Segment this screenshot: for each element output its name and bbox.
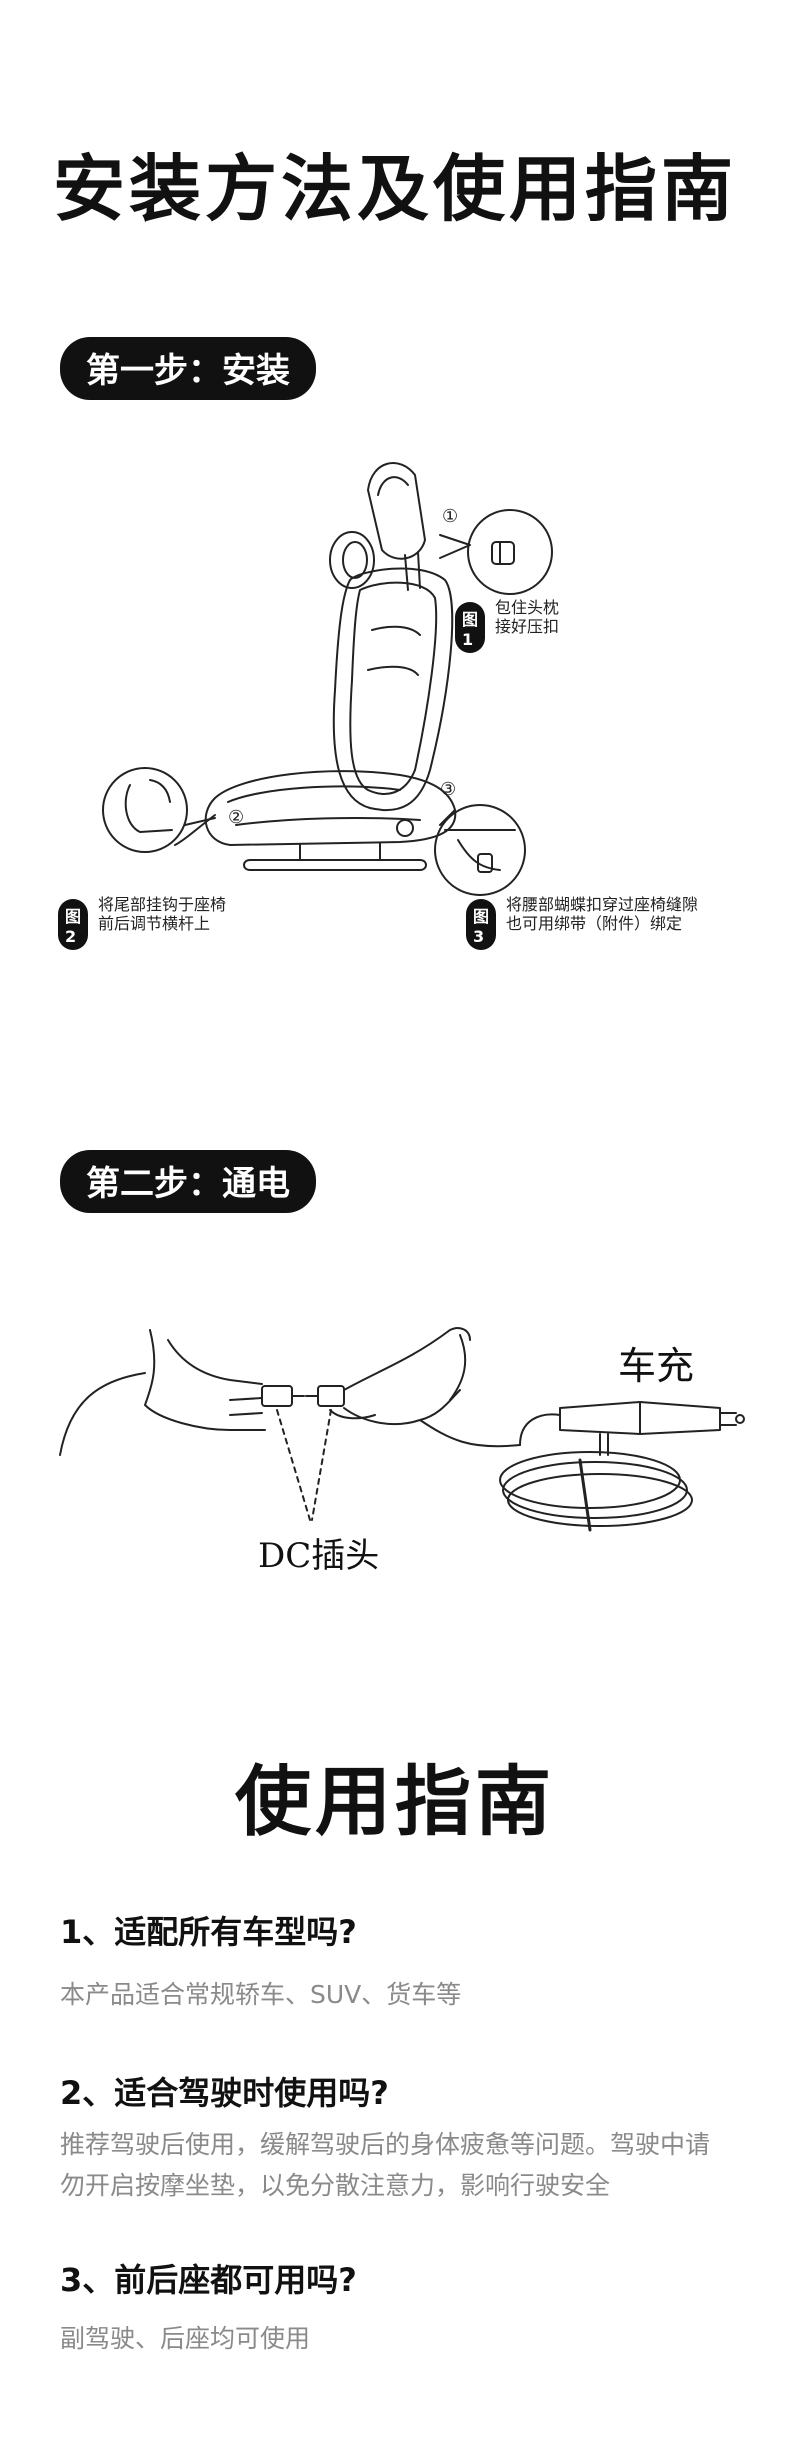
faq-question-2: 2、适合驾驶时使用吗? <box>60 2074 389 2112</box>
faq-answer-2: 推荐驾驶后使用，缓解驾驶后的身体疲惫等问题。驾驶中请勿开启按摩坐垫，以免分散注意… <box>60 2130 711 2200</box>
step2-label: 第二步：通电 <box>60 1150 316 1213</box>
callout-1-badge: 图1 <box>455 602 486 653</box>
callout-2-line2: 前后调节横杆上 <box>98 914 211 933</box>
step1-label: 第一步：安装 <box>60 337 316 400</box>
page-title: 安装方法及使用指南 <box>52 147 737 231</box>
faq-answer-1: 本产品适合常规轿车、SUV、货车等 <box>60 1980 462 2009</box>
callout-3-line2: 也可用绑带（附件）绑定 <box>506 914 683 933</box>
faq-question-1: 1、适配所有车型吗? <box>60 1913 357 1951</box>
faq-answer-3: 副驾驶、后座均可使用 <box>60 2324 311 2353</box>
callout-2-line1: 将尾部挂钩于座椅 <box>98 895 227 914</box>
callout-3-badge: 图3 <box>466 899 497 950</box>
callout-1-line2: 接好压扣 <box>495 617 560 636</box>
seat-installation-illustration: ① ② ③ <box>102 462 553 896</box>
guide-title: 使用指南 <box>235 1757 555 1846</box>
faq-question-3: 3、前后座都可用吗? <box>60 2261 357 2299</box>
marker-2: ② <box>228 807 244 828</box>
callout-2-badge: 图2 <box>58 899 89 950</box>
dc-plug-label: DC插头 <box>258 1536 380 1576</box>
car-charger-label: 车充 <box>618 1344 695 1388</box>
callout-1-line1: 包住头枕 <box>495 598 560 617</box>
marker-1: ① <box>442 506 458 527</box>
power-connection-illustration <box>59 1327 745 1532</box>
callout-3-line1: 将腰部蝴蝶扣穿过座椅缝隙 <box>506 895 699 914</box>
marker-3: ③ <box>440 779 456 800</box>
